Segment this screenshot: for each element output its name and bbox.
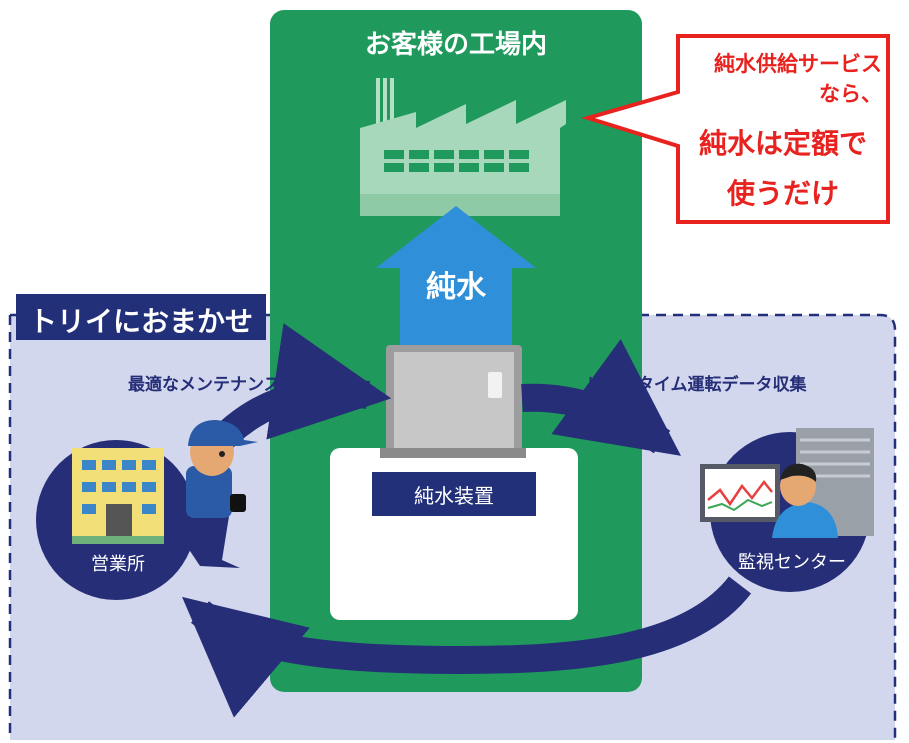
monitoring-center-circle — [700, 428, 874, 592]
service-area-label-box — [16, 294, 266, 340]
factory-icon — [360, 78, 566, 216]
sales-office-label: 営業所 — [91, 554, 145, 575]
service-area-label: トリイにおまかせ — [28, 305, 253, 338]
up-arrow-label: 純水 — [426, 270, 486, 305]
callout-line-4: 使うだけ — [726, 177, 839, 210]
pure-water-up-arrow — [376, 206, 536, 352]
maintenance-worker-icon — [170, 420, 258, 568]
callout-line-1: 純水供給サービス — [714, 52, 882, 76]
device-label-box — [372, 472, 536, 516]
device-label: 純水装置 — [414, 484, 494, 508]
monitoring-center-label: 監視センター — [738, 552, 846, 573]
monitor-operator-icon — [700, 428, 874, 538]
pure-water-device-icon — [380, 345, 526, 458]
callout-line-3: 純水は定額で — [698, 127, 867, 160]
sales-office-circle — [36, 440, 196, 600]
callout-bubble — [581, 34, 890, 224]
callout-line-2: なら、 — [819, 82, 882, 106]
office-building-icon — [72, 448, 164, 544]
flow-label-maintenance: 最適なメンテナンス — [128, 375, 281, 395]
factory-title: お客様の工場内 — [364, 30, 547, 60]
flow-label-data-collection: リアルタイム運転データ収集 — [586, 375, 807, 395]
